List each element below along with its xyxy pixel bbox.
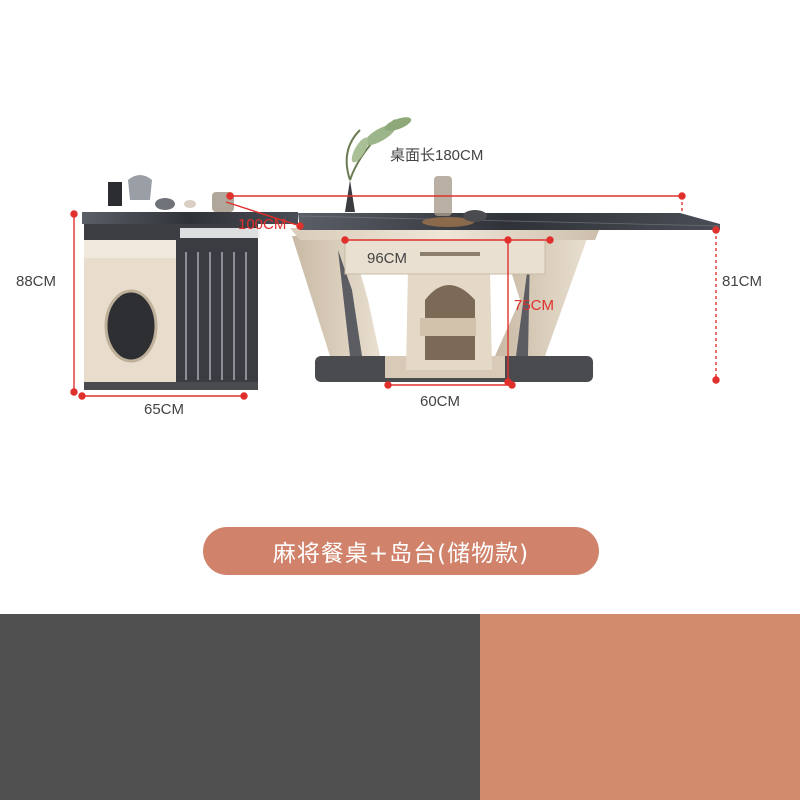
table-apron: [290, 228, 600, 240]
base-width-label: 60CM: [420, 393, 461, 410]
cabinet-width-label: 65CM: [144, 401, 185, 418]
vase-decor: [345, 117, 412, 212]
top-depth-label: 100CM: [238, 216, 287, 233]
tea-set: [108, 175, 234, 212]
table-height-label: 81CM: [722, 273, 763, 290]
dimension-lines: [70, 192, 720, 400]
table-drawer: [344, 239, 546, 275]
drawer-width-label: 96CM: [367, 250, 408, 267]
color-swatch-orange[interactable]: [480, 614, 800, 800]
color-swatch-dark-grey[interactable]: [0, 614, 480, 800]
product-variant-label[interactable]: 麻将餐桌+岛台(储物款): [203, 527, 599, 575]
cabinet-height-label: 88CM: [16, 273, 57, 290]
glass-and-tray: [422, 176, 487, 227]
furniture-drawing: [70, 117, 721, 400]
inner-height-label: 75CM: [514, 297, 555, 314]
product-illustration: 桌面长180CM 100CM 96CM 88CM 81CM 75CM 65CM …: [16, 117, 763, 418]
island-cabinet: [82, 212, 298, 390]
marble-tabletop: [298, 213, 720, 230]
tabletop-length-label: 桌面长180CM: [390, 147, 484, 164]
